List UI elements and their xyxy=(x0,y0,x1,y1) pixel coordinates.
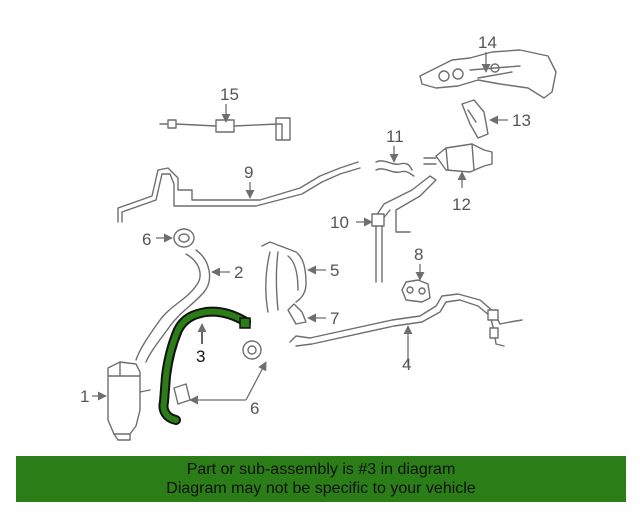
part-10-pipe[interactable] xyxy=(371,175,437,283)
callout-15: 15 xyxy=(220,85,239,104)
part-6-clamp-lower-a[interactable] xyxy=(173,383,191,405)
part-5-hose[interactable] xyxy=(261,241,307,313)
part-12-pump[interactable] xyxy=(423,143,493,173)
part-1-reservoir[interactable] xyxy=(107,361,151,441)
callout-11: 11 xyxy=(386,127,404,146)
callout-9: 9 xyxy=(244,163,253,182)
part-11-hose[interactable] xyxy=(375,160,415,177)
part-13-clip[interactable] xyxy=(461,99,489,139)
part-9-line[interactable] xyxy=(117,161,361,223)
callout-6-lower: 6 xyxy=(250,399,259,418)
part-4-line[interactable] xyxy=(289,293,523,347)
callout-4: 4 xyxy=(402,355,411,374)
part-15-sensor[interactable] xyxy=(159,117,291,141)
banner-line-2: Diagram may not be specific to your vehi… xyxy=(166,480,476,497)
callout-8: 8 xyxy=(414,245,423,264)
callout-10: 10 xyxy=(330,213,349,232)
part-6-clamp-lower-b[interactable] xyxy=(242,340,262,360)
callout-1: 1 xyxy=(80,387,89,406)
banner-line-1: Part or sub-assembly is #3 in diagram xyxy=(186,461,456,478)
callout-2: 2 xyxy=(234,263,243,282)
callout-6-upper: 6 xyxy=(142,230,151,249)
parts-diagram: 14 13 12 11 15 9 10 6 xyxy=(80,33,557,441)
leader-6-lower-b xyxy=(245,361,267,401)
callout-3: 3 xyxy=(196,347,205,366)
callout-7: 7 xyxy=(330,309,339,328)
callout-13: 13 xyxy=(512,111,531,130)
callout-14: 14 xyxy=(478,33,497,52)
part-7-clip[interactable] xyxy=(287,303,307,325)
part-8-bracket[interactable] xyxy=(401,279,431,303)
callout-12: 12 xyxy=(452,195,471,214)
part-2-hose[interactable] xyxy=(135,249,211,363)
part-6-clamp-upper[interactable] xyxy=(173,228,195,248)
info-banner: Part or sub-assembly is #3 in diagram Di… xyxy=(16,456,626,502)
part-14-bracket[interactable] xyxy=(419,49,557,99)
callout-5: 5 xyxy=(330,261,339,280)
part-3-hose-highlighted[interactable] xyxy=(158,306,251,425)
